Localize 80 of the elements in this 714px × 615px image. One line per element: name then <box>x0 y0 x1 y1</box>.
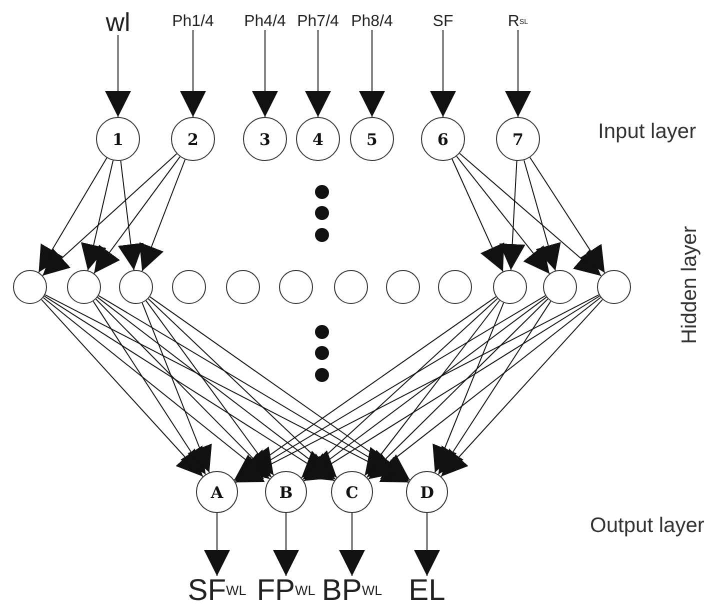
arrow <box>499 160 526 270</box>
arrow <box>97 296 336 480</box>
layer-label: Hidden layer <box>678 226 702 344</box>
input-label: Ph4/4 <box>244 14 286 30</box>
neuron-circle: 4 <box>296 117 340 161</box>
neuron-circle: 1 <box>96 117 140 161</box>
arrow <box>530 157 606 274</box>
arrow <box>234 296 497 480</box>
input-label: wl <box>106 9 130 35</box>
arrow <box>252 30 278 118</box>
layer-label: Input layer <box>598 120 696 144</box>
arrow <box>234 295 546 482</box>
neuron-circle <box>334 270 368 304</box>
arrow <box>146 300 274 476</box>
neuron-circle <box>172 270 206 304</box>
neuron-circle <box>67 270 101 304</box>
input-label: Ph1/4 <box>172 14 214 30</box>
arrow <box>44 296 335 482</box>
arrow <box>459 152 602 276</box>
layer-label: Output layer <box>590 514 704 538</box>
neuron-circle: A <box>196 471 238 513</box>
arrow <box>366 298 548 478</box>
neuron-circle <box>13 270 47 304</box>
arrow <box>105 34 131 118</box>
neuron-circle: B <box>265 471 307 513</box>
arrow <box>452 158 504 272</box>
arrow <box>456 156 550 274</box>
neuron-circle: 5 <box>350 117 394 161</box>
output-label: EL <box>408 576 446 606</box>
neuron-circle <box>226 270 260 304</box>
arrow <box>438 300 552 475</box>
arrow <box>142 302 212 473</box>
input-label: Ph7/4 <box>297 14 339 30</box>
arrow <box>92 300 206 475</box>
arrow <box>430 30 456 118</box>
arrow <box>524 160 561 272</box>
arrow <box>42 153 178 276</box>
neuron-circle <box>119 270 153 304</box>
arrow <box>339 512 365 576</box>
neuron-circle: D <box>406 471 448 513</box>
neuron-circle: 2 <box>171 117 215 161</box>
arrow <box>505 30 531 118</box>
arrow <box>440 299 603 477</box>
arrow <box>432 302 504 473</box>
arrow <box>302 296 547 480</box>
arrow <box>42 297 270 480</box>
arrow <box>149 296 410 480</box>
neuron-circle <box>438 270 472 304</box>
neuron-circle <box>386 270 420 304</box>
arrow <box>301 298 498 478</box>
input-label: SF <box>432 14 454 30</box>
neuron-circle: 7 <box>496 117 540 161</box>
neuron-circle <box>493 270 527 304</box>
arrow <box>303 296 600 482</box>
arrow <box>98 295 410 482</box>
arrow <box>38 157 108 273</box>
neuron-circle: 6 <box>421 117 465 161</box>
arrow <box>80 160 114 271</box>
input-label: Ph8/4 <box>351 14 393 30</box>
arrow <box>41 299 204 477</box>
arrow <box>148 298 338 478</box>
arrow <box>414 512 440 576</box>
neuron-circle: 3 <box>243 117 287 161</box>
arrow <box>94 156 180 274</box>
neuron-circle: C <box>331 471 373 513</box>
arrow <box>95 298 272 478</box>
arrow <box>118 160 144 271</box>
arrow <box>44 294 409 483</box>
arrow <box>305 30 331 118</box>
arrow <box>273 512 299 576</box>
arrow <box>368 297 602 480</box>
arrow <box>359 30 385 118</box>
arrow <box>139 159 186 272</box>
arrow <box>235 294 600 483</box>
arrow <box>364 300 500 476</box>
neuron-circle <box>279 270 313 304</box>
arrow <box>204 512 230 576</box>
neuron-circle <box>597 270 631 304</box>
neuron-circle <box>543 270 577 304</box>
arrow <box>180 30 206 118</box>
